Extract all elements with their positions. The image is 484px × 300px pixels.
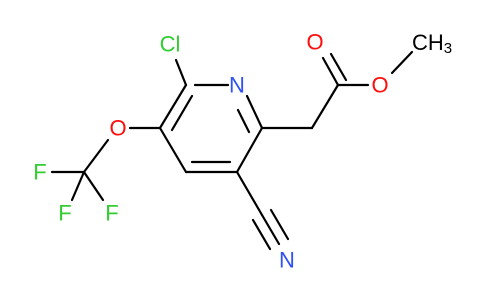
atom-fluorine-left: F bbox=[33, 160, 46, 185]
bond-c-o-carbonyl bbox=[321, 56, 340, 87]
atom-ring-nitrogen: N bbox=[229, 73, 245, 98]
bond-n-c6 bbox=[245, 94, 264, 130]
atom-ether-oxygen: O bbox=[109, 116, 126, 141]
atom-chlorine: Cl bbox=[160, 32, 181, 57]
atom-carbonyl-oxygen: O bbox=[306, 30, 323, 55]
bond-cn-triple-2 bbox=[269, 208, 290, 241]
bond-c5-cn bbox=[235, 170, 264, 217]
methyl-subscript: 3 bbox=[444, 40, 452, 57]
bond-c3-c2 bbox=[158, 83, 188, 130]
bond-c3-c2-inner bbox=[170, 94, 194, 132]
atom-nitrile-nitrogen: N bbox=[279, 248, 295, 273]
atom-fluorine-bottom-right: F bbox=[105, 201, 118, 226]
bond-ch2-c bbox=[310, 83, 340, 130]
bond-c6-c5 bbox=[235, 126, 264, 174]
bond-o-cf3 bbox=[82, 138, 110, 174]
bonds bbox=[50, 50, 414, 251]
bond-cf3-f2 bbox=[70, 170, 86, 202]
bond-c4-c3 bbox=[158, 126, 188, 174]
atom-methyl: CH3 bbox=[412, 30, 452, 57]
atom-labels: Cl N O F F F N O O CH3 bbox=[33, 30, 452, 273]
atom-fluorine-bottom-left: F bbox=[58, 201, 71, 226]
bond-o-ch3 bbox=[390, 50, 414, 75]
methyl-label: CH bbox=[412, 30, 444, 55]
bond-cf3-f3 bbox=[82, 170, 105, 202]
bond-c-o-carbonyl-inner bbox=[329, 52, 348, 82]
atom-ester-oxygen: O bbox=[371, 73, 388, 98]
bond-n-c6-inner bbox=[236, 108, 251, 134]
bond-cn-triple-1 bbox=[260, 213, 281, 246]
bond-c2-cl bbox=[174, 58, 188, 87]
bond-cn-triple-3 bbox=[251, 218, 272, 251]
